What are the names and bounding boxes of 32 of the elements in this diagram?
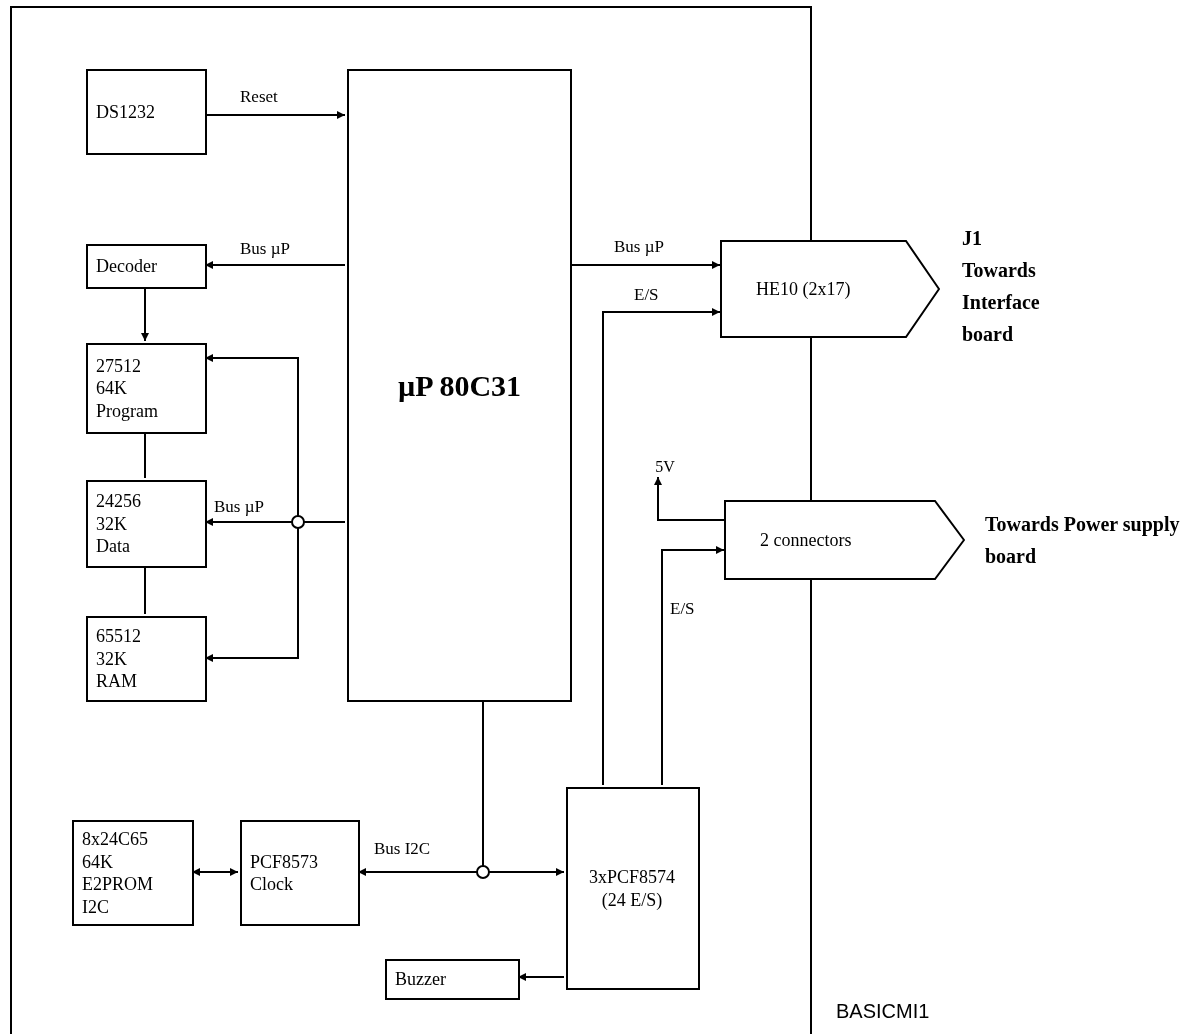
box-label: 24256 32K Data	[96, 490, 141, 558]
component-box	[240, 820, 360, 926]
box-label: µP 80C31	[397, 368, 522, 404]
connector-line	[602, 308, 721, 786]
component-box	[86, 244, 207, 289]
connector-line	[661, 546, 725, 786]
box-label: Buzzer	[395, 968, 447, 991]
component-box	[86, 616, 207, 702]
box-label: 65512 32K RAM	[96, 625, 141, 693]
component-box	[72, 820, 194, 926]
destination-caption: Towards Power supply board	[985, 512, 1181, 569]
component-box	[86, 69, 207, 155]
box-label: HE10 (2x17)	[756, 277, 851, 301]
box-label: 2 connectors	[760, 528, 852, 552]
destination-caption: Towards Interface board	[962, 258, 1041, 347]
component-box	[566, 787, 700, 990]
connector-shape	[720, 240, 940, 338]
destination-caption: J1	[962, 226, 983, 251]
connector-line	[654, 476, 725, 521]
component-box	[385, 959, 520, 1000]
board-name: BASICMI1	[836, 999, 930, 1024]
box-label: DS1232	[96, 100, 156, 124]
connector-shape	[724, 500, 965, 580]
component-box	[86, 480, 207, 568]
box-label: PCF8573 Clock	[250, 850, 319, 896]
box-label: Decoder	[96, 255, 158, 278]
box-label: 8x24C65 64K E2PROM I2C	[82, 828, 153, 918]
box-label: 27512 64K Program	[96, 354, 158, 423]
component-box	[86, 343, 207, 434]
microprocessor-box	[347, 69, 572, 702]
voltage-label: 5V	[648, 455, 682, 479]
box-label: 3xPCF8574 (24 E/S)	[588, 866, 676, 911]
